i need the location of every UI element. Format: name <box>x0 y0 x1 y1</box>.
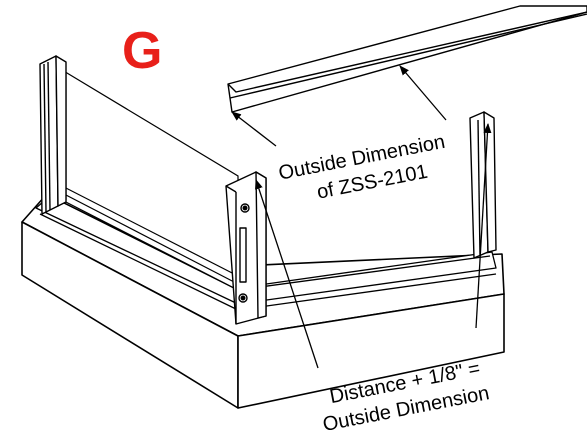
callout-top: Outside Dimension of ZSS-2101 <box>277 131 447 204</box>
leader-bottom-right <box>475 123 492 329</box>
step-letter: G <box>122 22 162 80</box>
zss-2101-header <box>227 5 587 113</box>
leader-header-right <box>399 65 447 121</box>
leader-header-left <box>231 111 277 147</box>
base-curb <box>21 185 505 409</box>
left-post <box>39 55 67 215</box>
leader-lines <box>231 65 492 369</box>
leader-bottom-left <box>255 179 319 369</box>
right-back-post <box>469 111 497 259</box>
front-corner-post <box>225 171 267 325</box>
